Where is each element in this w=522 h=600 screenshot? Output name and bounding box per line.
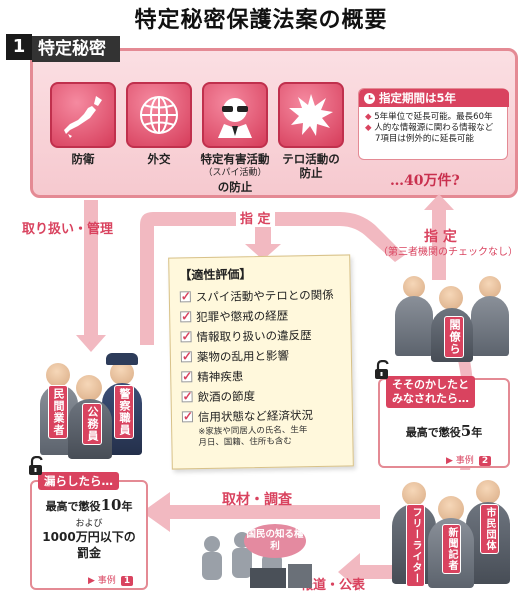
spy-icon	[202, 82, 268, 148]
page-title: 特定秘密保護法案の概要	[134, 7, 388, 33]
category-label-harmful-activity-sub: （スパイ活動）	[203, 168, 267, 178]
category-label-terrorism-main: テロ活動の	[282, 152, 340, 166]
group-label-civil-servant: 公務員	[82, 403, 102, 445]
person-head	[76, 375, 102, 401]
evaluation-title: 【適性評価】	[179, 267, 252, 283]
person-body	[395, 296, 433, 356]
category-label-diplomacy: 外交	[147, 152, 171, 166]
officials-group: 閣僚ら	[395, 272, 515, 362]
group-label-reporter: 新聞記者	[442, 524, 461, 574]
category-label-defense: 防衛	[71, 152, 95, 166]
checkbox-icon	[180, 311, 192, 323]
explosion-icon	[278, 82, 344, 148]
clock-icon	[364, 93, 375, 104]
leak-penalty-prison: 最高で懲役10年	[45, 496, 133, 514]
leak-penalty-fine: 1000万円以下の	[42, 530, 136, 544]
evaluation-item: 犯罪や懲戒の経歴	[180, 305, 340, 328]
evaluation-item: 飲酒の節度	[181, 385, 341, 408]
leak-penalty-title: 漏らしたら…	[38, 472, 119, 490]
checkbox-icon	[181, 411, 194, 423]
evaluation-item: 薬物の乱用と影響	[180, 345, 341, 368]
checkbox-icon	[180, 331, 192, 343]
category-label-harmful-activity: 特定有害活動 （スパイ活動） の防止	[195, 152, 275, 194]
reporting-label: 報道・公表	[300, 578, 366, 593]
handling-label: 取り扱い・管理	[22, 222, 114, 237]
person-head	[403, 276, 425, 298]
police-cap-icon	[106, 353, 138, 365]
category-label-harmful-activity-main: 特定有害活動	[200, 152, 270, 166]
instigate-example-ref: ▶ 事例 2	[446, 448, 492, 467]
evaluation-note: ※家族や同居人の氏名、生年 月日、国籍、住所も含む	[198, 425, 308, 449]
person-head	[46, 363, 70, 387]
period-line-2: ◆ 人的な情報源に関わる情報など	[365, 123, 494, 133]
japan-map-icon	[50, 82, 116, 148]
leak-penalty-fine-2: 罰金	[76, 546, 101, 560]
person-head	[438, 496, 464, 522]
group-label-private-contractor: 民間業者	[48, 385, 68, 439]
leak-penalty-and: および	[75, 519, 103, 529]
person-head	[439, 286, 463, 310]
designation-right-label: 指 定	[424, 229, 457, 245]
period-line-1: ◆ 5年単位で延長可能。最長60年	[365, 112, 493, 122]
evaluation-item: 精神疾患	[181, 365, 341, 388]
group-label-civic-group: 市民団体	[480, 504, 499, 554]
group-label-ministers: 閣僚ら	[444, 316, 464, 358]
unlocked-padlock-icon	[29, 456, 43, 475]
checkbox-icon	[181, 371, 193, 383]
person-body	[471, 296, 509, 356]
person-head	[402, 482, 426, 506]
count-estimate: …40万件?	[390, 173, 460, 189]
public-group: フリーライター 新聞記者 市民団体	[390, 478, 516, 590]
period-info-box: 指定期間は5年 ◆ 5年単位で延長可能。最長60年 ◆ 人的な情報源に関わる情報…	[358, 88, 509, 160]
right-to-know-bubble: 国民の知る権利	[244, 524, 306, 558]
secret-holders-group: 民間業者 公務員 警察職員	[40, 345, 150, 460]
designation-right-note: （第三者機関のチェックなし）	[378, 247, 518, 258]
evaluation-item: 信用状態など経済状況	[181, 405, 342, 428]
section-number: 1	[6, 34, 32, 60]
period-title: 指定期間は5年	[359, 89, 509, 107]
aptitude-evaluation-card: 【適性評価】 スパイ活動やテロとの関係 犯罪や懲戒の経歴 情報取り扱いの違反歴 …	[168, 254, 354, 470]
person-head	[476, 480, 500, 504]
group-label-police: 警察職員	[114, 385, 134, 439]
designation-center-label: 指 定	[236, 208, 275, 227]
period-line-3: 7項目は例外的に延長可能	[375, 134, 474, 144]
group-label-freelance-writer: フリーライター	[406, 504, 425, 587]
category-label-terrorism: テロ活動の 防止	[271, 152, 351, 180]
globe-icon	[126, 82, 192, 148]
instigate-penalty-title: そそのかしたと みなされたら…	[386, 376, 475, 408]
checkbox-icon	[179, 291, 191, 303]
category-label-terrorism-end: 防止	[299, 166, 323, 180]
checkbox-icon	[181, 391, 193, 403]
section-title: 特定秘密	[32, 36, 120, 62]
person-head	[110, 361, 134, 385]
unlocked-padlock-icon	[375, 360, 389, 379]
instigate-penalty-prison: 最高で懲役5年	[405, 422, 483, 440]
checkbox-icon	[180, 351, 192, 363]
evaluation-item: 情報取り扱いの違反歴	[180, 325, 340, 348]
coverage-label: 取材・調査	[222, 492, 292, 508]
person-head	[479, 276, 501, 298]
category-label-harmful-activity-end: の防止	[217, 180, 253, 194]
evaluation-item: スパイ活動やテロとの関係	[179, 285, 340, 308]
instigate-penalty-box: そそのかしたと みなされたら… 最高で懲役5年 ▶ 事例 2	[378, 376, 510, 468]
leak-example-ref: ▶ 事例 1	[88, 568, 134, 587]
leak-penalty-box: 漏らしたら… 最高で懲役10年 および 1000万円以下の 罰金 ▶ 事例 1	[30, 472, 148, 590]
